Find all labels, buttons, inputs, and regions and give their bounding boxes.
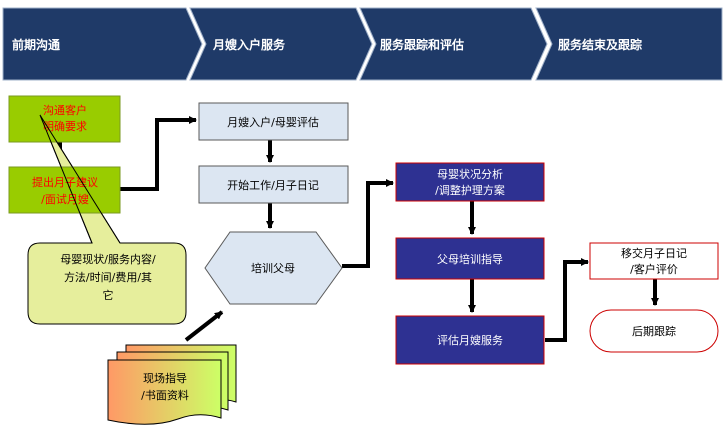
node-start: 开始工作/月子日记	[198, 165, 349, 204]
documents-line-2: /书面资料	[141, 388, 189, 402]
node-analysis-line-2: /调整护理方案	[435, 183, 505, 197]
callout-tail-outline	[39, 114, 121, 244]
callout-line-1: 母婴现状/服务内容/	[60, 252, 156, 266]
node-train: 培训父母	[204, 231, 343, 305]
node-communicate-line-1: 沟通客户	[43, 103, 87, 117]
node-handover-line-2: /客户评价	[630, 262, 678, 276]
node-train-label: 培训父母	[251, 261, 295, 275]
arrow-evaluate-to-handover	[545, 258, 589, 342]
node-handover: 移交月子日记 /客户评价	[589, 242, 719, 280]
arrow-train-to-analysis	[342, 179, 394, 268]
phase-label-1: 前期沟通	[12, 37, 60, 52]
documents-line-1: 现场指导	[143, 371, 187, 385]
node-propose-line-1: 提出月子建议	[32, 175, 98, 189]
node-communicate-line-2: 明确要求	[43, 120, 87, 133]
node-assess-label: 月嫂入户/母婴评估	[227, 115, 319, 129]
node-handover-line-1: 移交月子日记	[621, 246, 687, 260]
callout-line-2: 方法/时间/费用/其	[64, 270, 152, 284]
arrow-propose-to-assess	[120, 116, 197, 191]
node-propose-line-2: /面试月嫂	[41, 193, 89, 206]
node-analysis-line-1: 母婴状况分析	[437, 167, 503, 181]
node-start-label: 开始工作/月子日记	[227, 178, 319, 192]
phase-label-2: 月嫂入户服务	[212, 37, 286, 52]
callout-bubble: 母婴现状/服务内容/ 方法/时间/费用/其 它	[27, 114, 187, 325]
node-evaluate: 评估月嫂服务	[395, 315, 545, 365]
node-assess: 月嫂入户/母婴评估	[198, 102, 349, 141]
node-evaluate-label: 评估月嫂服务	[437, 334, 503, 347]
phase-chevron-3	[359, 7, 548, 81]
phase-header: 前期沟通 月嫂入户服务 服务跟踪和评估 服务结束及跟踪	[2, 7, 723, 81]
node-guidance: 父母培训指导	[395, 237, 545, 280]
node-followup-label: 后期跟踪	[632, 324, 676, 338]
phase-chevron-2	[189, 7, 373, 81]
node-guidance-label: 父母培训指导	[437, 252, 503, 266]
phase-chevron-4	[535, 7, 723, 81]
phase-label-3: 服务跟踪和评估	[380, 37, 464, 52]
phase-chevron-1	[2, 7, 203, 81]
documents-stack: 现场指导 /书面资料	[107, 344, 237, 425]
node-communicate: 沟通客户 明确要求	[8, 95, 121, 143]
phase-label-4: 服务结束及跟踪	[558, 37, 642, 52]
callout-line-3: 它	[103, 288, 114, 302]
arrow-documents-to-train	[184, 310, 224, 342]
node-followup: 后期跟踪	[589, 309, 719, 353]
node-analysis: 母婴状况分析 /调整护理方案	[395, 162, 545, 202]
node-propose: 提出月子建议 /面试月嫂	[8, 166, 121, 214]
